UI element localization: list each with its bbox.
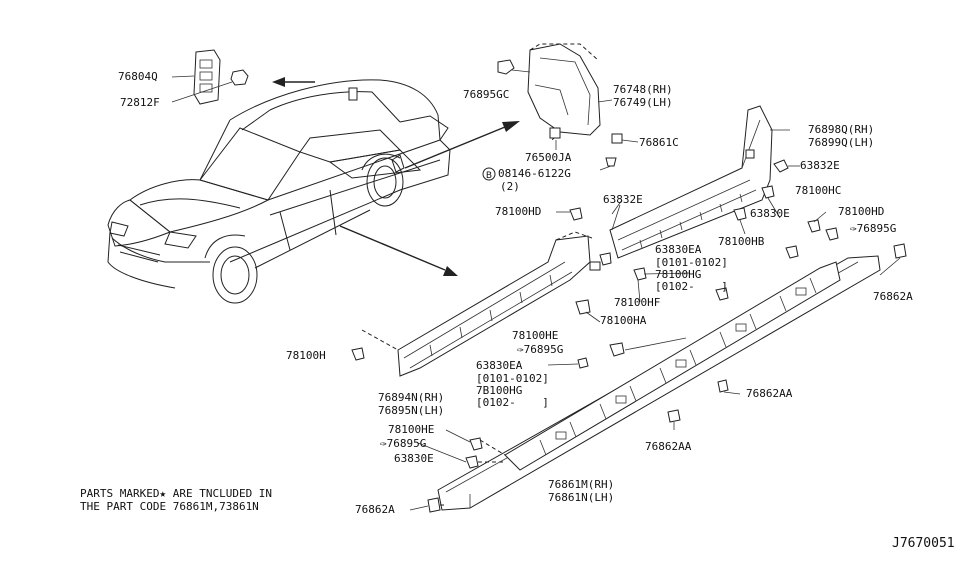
inner-sill (351, 231, 729, 377)
label-76895G-left: ✑76895G (380, 437, 427, 450)
label-78100HC: 78100HC (795, 184, 842, 197)
label-76895GC: 76895GC (463, 88, 510, 101)
label-76862A-left: 76862A (355, 503, 395, 516)
mud-guard (497, 43, 639, 171)
label-72812F: 72812F (120, 96, 160, 109)
label-76898Q-rh: 76898Q(RH) (808, 123, 875, 136)
label-78100HB: 78100HB (718, 235, 765, 248)
label-78100HG-2: 7B100HG (476, 384, 523, 397)
label-76895N-lh: 76895N(LH) (378, 404, 445, 417)
label-78100HG-1-range: [0102- ] (655, 280, 728, 293)
circled-b-text: B (486, 171, 492, 181)
label-76894N-rh: 76894N(RH) (378, 391, 445, 404)
label-63830EA-2-range: [0101-0102] (476, 372, 549, 385)
arrows (272, 77, 520, 276)
label-63830E-right: 63830E (750, 207, 790, 220)
label-78100HD-right: 78100HD (838, 205, 885, 218)
label-78100HF: 78100HF (614, 296, 661, 309)
label-08146-6122G: 08146-6122G (498, 167, 571, 180)
label-78100HE-left: 78100HE (388, 423, 435, 436)
label-76862AA-mid: 76862AA (645, 440, 692, 453)
circled-b-symbol: B (482, 167, 496, 181)
label-76899Q-lh: 76899Q(LH) (808, 136, 875, 149)
diagram-code: J7670051 (892, 536, 955, 551)
car-illustration (107, 79, 451, 304)
label-78100HE-mid: 78100HE (512, 329, 559, 342)
label-76862A-right: 76862A (873, 290, 913, 303)
label-78100H: 78100H (286, 349, 326, 362)
label-63832E-right: 63832E (800, 159, 840, 172)
label-76749-lh: 76749(LH) (613, 96, 673, 109)
label-76500JA: 76500JA (525, 151, 572, 164)
label-76861C: 76861C (639, 136, 679, 149)
kicking-plate-upper (556, 105, 839, 266)
label-76804Q: 76804Q (118, 70, 158, 83)
label-78100HA: 78100HA (600, 314, 647, 327)
label-63830EA-1: 63830EA (655, 243, 702, 256)
bracket-76804Q (171, 49, 249, 105)
label-76861N-lh: 76861N(LH) (548, 491, 615, 504)
label-76895G-right: ✑76895G (850, 222, 897, 235)
footnote-line-2: THE PART CODE 76861M,73861N (80, 500, 259, 513)
leader-lines (409, 197, 901, 511)
label-63832E-mid: 63832E (603, 193, 643, 206)
label-76862AA-right: 76862AA (746, 387, 793, 400)
side-sill-cover (427, 243, 907, 513)
label-76895G-mid: ✑76895G (517, 343, 564, 356)
label-63830EA-1-range: [0101-0102] (655, 256, 728, 269)
label-78100HD-left: 78100HD (495, 205, 542, 218)
label-78100HG-1: 78100HG (655, 268, 702, 281)
label-78100HG-2-range: [0102- ] (476, 396, 549, 409)
label-76748-rh: 76748(RH) (613, 83, 673, 96)
label-08146-qty: (2) (500, 180, 520, 193)
footnote-line-1: PARTS MARKED★ ARE TNCLUDED IN (80, 487, 273, 500)
label-63830E-left: 63830E (394, 452, 434, 465)
label-76861M-rh: 76861M(RH) (548, 478, 615, 491)
label-63830EA-2: 63830EA (476, 359, 523, 372)
